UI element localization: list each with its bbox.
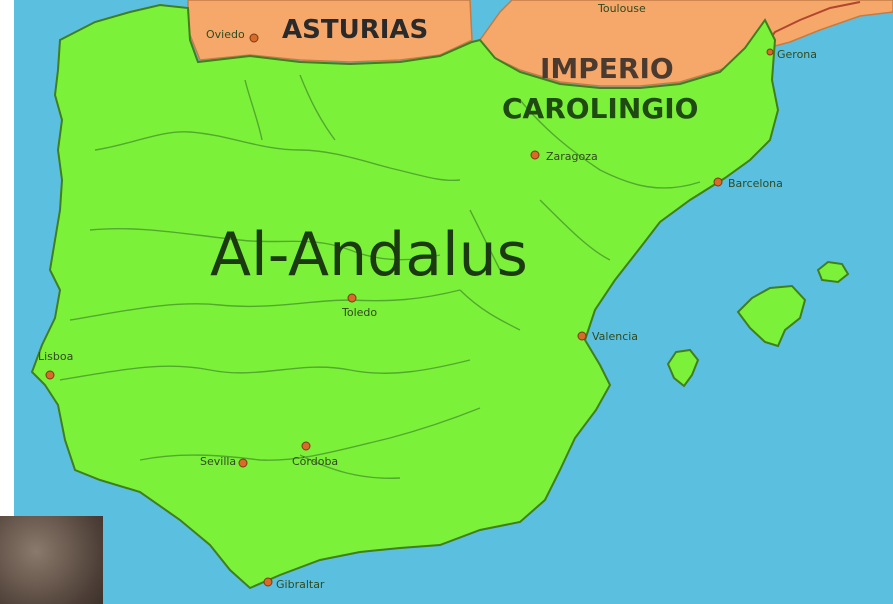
asturias-region bbox=[187, 0, 473, 63]
city-dot-cordoba bbox=[301, 441, 311, 451]
city-label-zaragoza: Zaragoza bbox=[546, 150, 598, 163]
city-markers bbox=[45, 33, 774, 587]
city-label-barcelona: Barcelona bbox=[728, 177, 783, 190]
city-label-toledo: Toledo bbox=[341, 306, 377, 319]
city-dot-toledo bbox=[347, 293, 357, 303]
city-dot-zaragoza bbox=[530, 150, 540, 160]
city-label-valencia: Valencia bbox=[592, 330, 638, 343]
city-dot-lisboa bbox=[45, 370, 55, 380]
al-andalus-region bbox=[30, 3, 780, 590]
city-label-toulouse: Toulouse bbox=[597, 2, 646, 15]
region-label-imperio: IMPERIO bbox=[540, 52, 674, 85]
city-dot-gerona bbox=[766, 48, 774, 56]
inset-photo-thumbnail bbox=[0, 516, 103, 604]
region-label-carolingio: CAROLINGIO bbox=[502, 92, 698, 125]
island-mallorca bbox=[736, 284, 807, 348]
al-andalus-title: Al-Andalus bbox=[210, 220, 528, 290]
city-dot-barcelona bbox=[713, 177, 723, 187]
city-dot-valencia bbox=[577, 331, 587, 341]
city-label-lisboa: Lisboa bbox=[38, 350, 73, 363]
rivers bbox=[59, 74, 701, 479]
left-margin bbox=[0, 0, 14, 604]
island-ibiza bbox=[666, 348, 700, 388]
island-menorca bbox=[816, 260, 850, 284]
city-label-gerona: Gerona bbox=[777, 48, 817, 61]
city-label-cordoba: Córdoba bbox=[292, 455, 338, 468]
city-label-sevilla: Sevilla bbox=[200, 455, 236, 468]
city-label-oviedo: Oviedo bbox=[206, 28, 245, 41]
city-dot-oviedo bbox=[249, 33, 259, 43]
city-label-gibraltar: Gibraltar bbox=[276, 578, 325, 591]
city-dot-sevilla bbox=[238, 458, 248, 468]
city-dot-gibraltar bbox=[263, 577, 273, 587]
region-label-asturias: ASTURIAS bbox=[282, 15, 428, 45]
